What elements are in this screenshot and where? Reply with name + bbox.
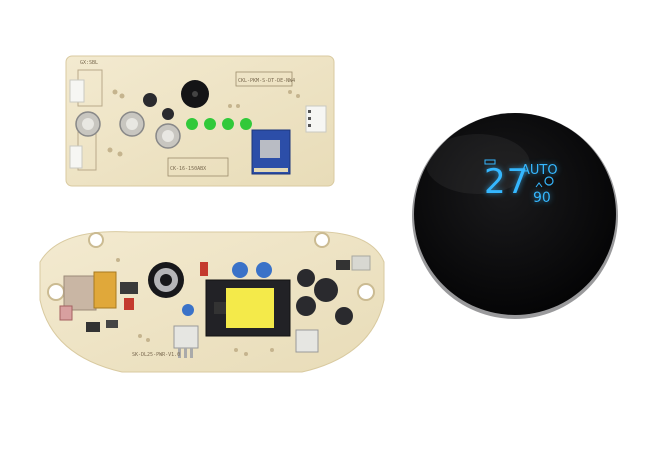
mode-label: AUTO xyxy=(521,163,558,178)
percent-readout: 90 xyxy=(533,190,551,206)
timer-icon xyxy=(544,176,554,186)
svg-text:GX:SBL: GX:SBL xyxy=(80,60,98,66)
status-leds xyxy=(186,118,252,130)
droplet-icon xyxy=(535,182,543,188)
power-board: SK-DL25-PWR-V1.0 xyxy=(39,231,385,373)
temperature-readout: 27 xyxy=(484,162,530,202)
svg-text:CK-16-150ABX: CK-16-150ABX xyxy=(170,166,206,172)
control-board: GX:SBL CKL-PKM-S-DT-DE-NW4 CK-16-150ABX xyxy=(65,55,335,187)
svg-text:SK-DL25-PWR-V1.0: SK-DL25-PWR-V1.0 xyxy=(132,352,180,358)
fan-icon xyxy=(484,159,496,165)
round-display-module xyxy=(412,113,618,319)
svg-text:CKL-PKM-S-DT-DE-NW4: CKL-PKM-S-DT-DE-NW4 xyxy=(238,78,295,84)
